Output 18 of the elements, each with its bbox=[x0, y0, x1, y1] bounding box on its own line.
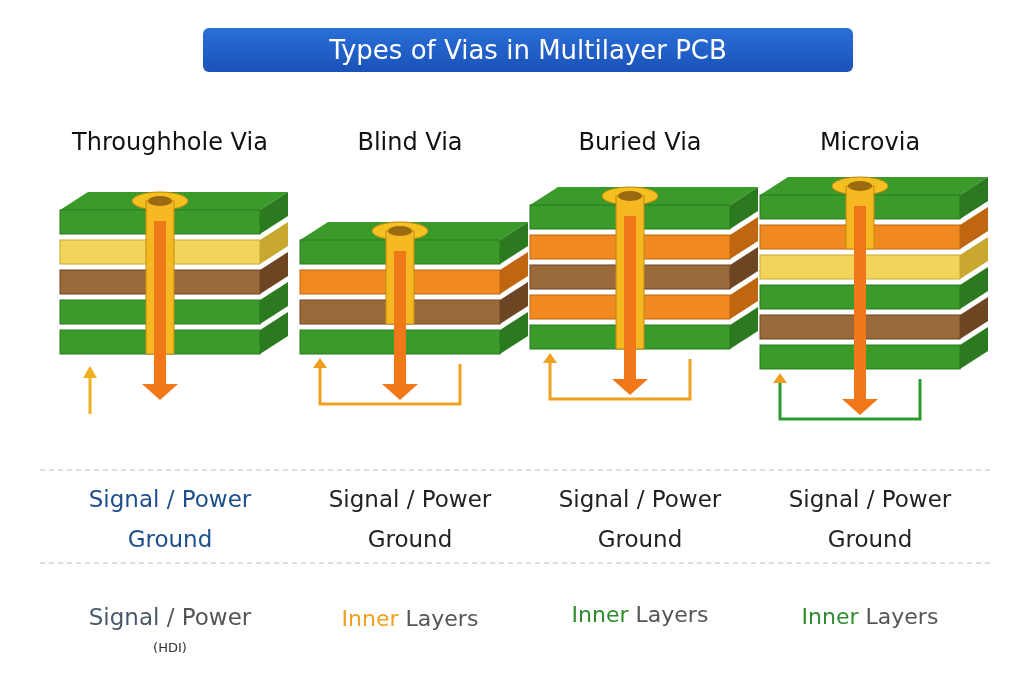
signal-power-label: Signal / Power bbox=[558, 486, 722, 512]
via-heading: Blind Via bbox=[357, 128, 463, 156]
via-heading: Buried Via bbox=[578, 128, 702, 156]
hdi-note: (HDI) bbox=[153, 640, 187, 655]
signal-power-label: Signal / Power bbox=[328, 486, 492, 512]
via-heading: Microvia bbox=[819, 128, 921, 156]
ground-label: Ground bbox=[827, 526, 913, 552]
ground-label: Ground bbox=[597, 526, 683, 552]
layers-label: Inner Layers bbox=[801, 604, 939, 629]
layers-label: Inner Layers bbox=[571, 602, 709, 627]
signal-power-label: Signal / Power bbox=[788, 486, 952, 512]
layers-label: Inner Layers bbox=[341, 606, 479, 631]
ground-label: Ground bbox=[127, 526, 213, 552]
title-banner: Types of Vias in Multilayer PCB bbox=[203, 28, 853, 72]
signal-power-label: Signal / Power bbox=[88, 486, 252, 512]
signal-power-label: Signal / Power bbox=[88, 604, 252, 630]
ground-label: Ground bbox=[367, 526, 453, 552]
via-heading: Throughhole Via bbox=[72, 128, 268, 156]
